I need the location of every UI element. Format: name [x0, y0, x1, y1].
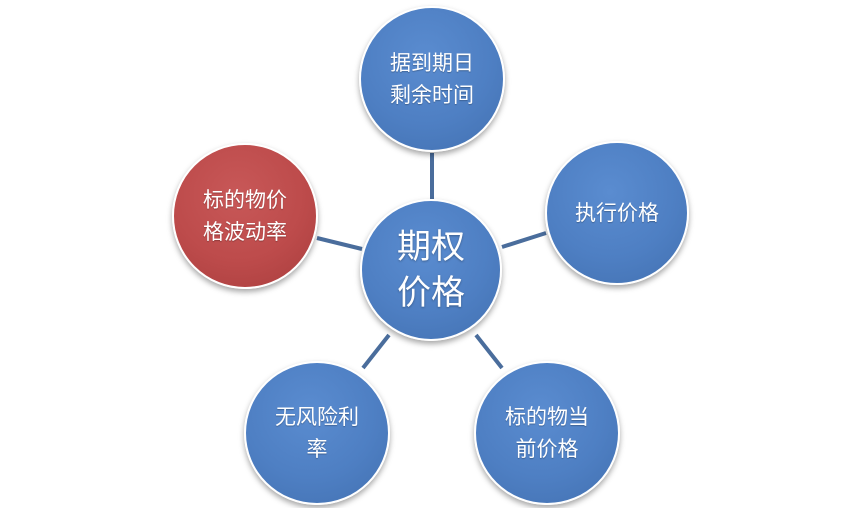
node-underlying-price: 标的物当 前价格 [474, 361, 620, 505]
node-option-price-label: 期权 价格 [397, 227, 465, 313]
node-strike-price-label: 执行价格 [575, 201, 659, 225]
node-time-to-expiry-label: 据到期日 剩余时间 [390, 51, 474, 107]
node-underlying-price-label: 标的物当 前价格 [505, 405, 589, 461]
node-volatility-label: 标的物价 格波动率 [203, 188, 287, 244]
node-risk-free-rate: 无风险利 率 [244, 361, 390, 505]
connector-left [316, 236, 363, 251]
node-strike-price: 执行价格 [545, 141, 689, 285]
node-option-price: 期权 价格 [360, 199, 502, 341]
connector-bottom-left [361, 333, 391, 370]
connector-right [501, 231, 547, 249]
node-risk-free-rate-label: 无风险利 率 [275, 405, 359, 461]
node-volatility: 标的物价 格波动率 [172, 143, 318, 289]
connector-bottom-right [474, 333, 504, 370]
node-time-to-expiry: 据到期日 剩余时间 [359, 6, 505, 152]
